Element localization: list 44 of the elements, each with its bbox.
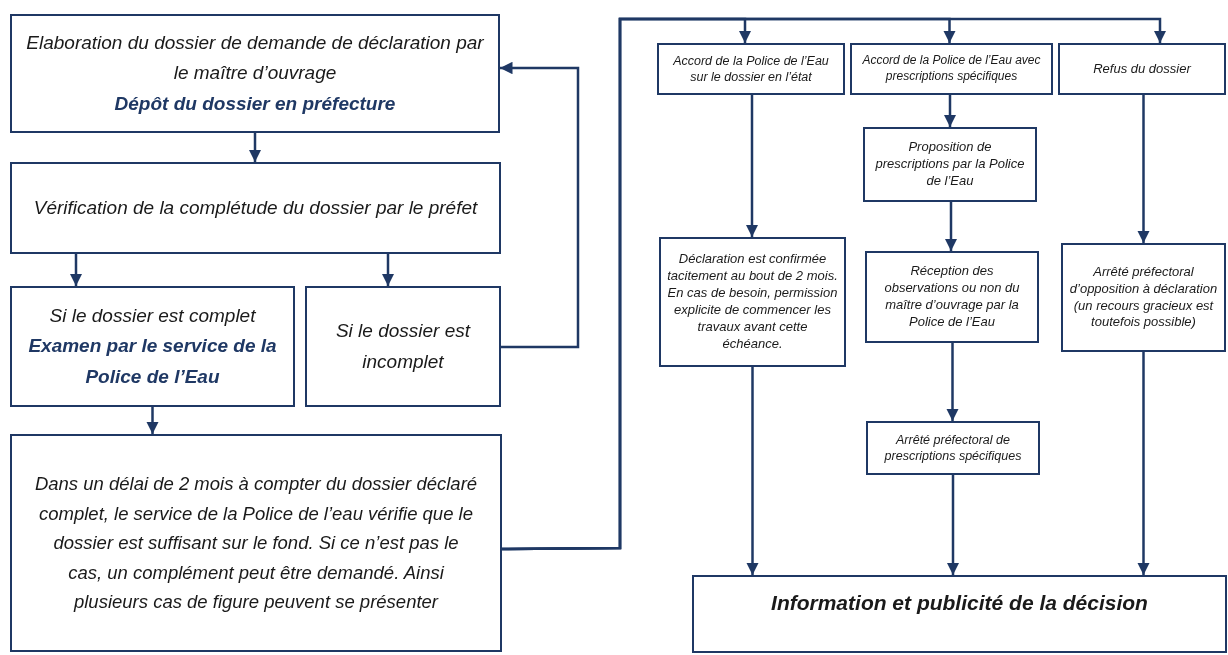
arrow xyxy=(381,254,395,286)
arrow xyxy=(500,61,580,349)
process-box xyxy=(305,286,501,407)
step-heading: Dépôt du dossier en préfecture xyxy=(114,91,396,116)
step-text: Accord de la Police de l’Eau avec prescriptions spécifiques xyxy=(861,53,1042,85)
process-box xyxy=(865,251,1039,343)
arrow xyxy=(745,95,759,237)
arrow xyxy=(746,367,759,575)
step-text: Elaboration du dossier de demande de déclaration par le maître d’ouvrage xyxy=(25,30,485,86)
arrow xyxy=(1137,352,1150,575)
step-text: Déclaration est confirmée tacitement au bout de 2 mois. En cas de besoin, permission explicite de commencer les travaux avant cette échéance. xyxy=(667,251,838,353)
process-box xyxy=(10,162,501,254)
step-text: Refus du dossier xyxy=(1093,60,1191,78)
arrow xyxy=(944,202,958,251)
process-box xyxy=(863,127,1037,202)
step-text: Si le dossier est incomplet xyxy=(334,319,472,374)
arrow xyxy=(946,475,960,575)
step-text: Vérification de la complétude du dossier par le préfet xyxy=(33,195,478,220)
process-box xyxy=(850,43,1053,95)
process-box xyxy=(657,43,845,95)
process-box xyxy=(10,14,500,133)
process-box xyxy=(1061,243,1226,352)
arrow xyxy=(69,254,83,286)
arrow xyxy=(946,343,959,421)
process-box xyxy=(692,575,1227,653)
arrow xyxy=(1137,95,1150,243)
step-text: Accord de la Police de l’Eau sur le dossier en l’état xyxy=(672,52,830,86)
process-box xyxy=(866,421,1040,475)
step-text: Réception des observations ou non du maître d’ouvrage par la Police de l’Eau xyxy=(883,263,1021,331)
step-text: Arrêté préfectoral d’opposition à déclaration (un recours gracieux est toutefois possible) xyxy=(1069,263,1218,332)
step-heading: Examen par le service de la Police de l’Eau xyxy=(27,334,278,389)
arrow xyxy=(502,17,1167,551)
step-text: Information et publicité de la décision xyxy=(771,590,1148,617)
arrow xyxy=(146,407,159,434)
step-text: Arrêté préfectoral de prescriptions spécifiques xyxy=(883,431,1023,465)
arrow xyxy=(943,95,957,127)
process-box xyxy=(10,286,295,407)
process-box xyxy=(10,434,502,652)
process-box xyxy=(659,237,846,367)
step-text: Si le dossier est complet xyxy=(49,303,256,328)
process-box xyxy=(1058,43,1226,95)
step-text: Proposition de prescriptions par la Police de l’Eau xyxy=(874,139,1026,190)
arrow xyxy=(248,133,262,162)
step-text: Dans un délai de 2 mois à compter du dossier déclaré complet, le service de la Police de l’eau vérifie que le dossier est suffisant sur le fond. Si ce n’est pas le cas, un complément peut être demandé. Ainsi plusieurs cas de figure peuvent se présenter xyxy=(34,472,478,615)
